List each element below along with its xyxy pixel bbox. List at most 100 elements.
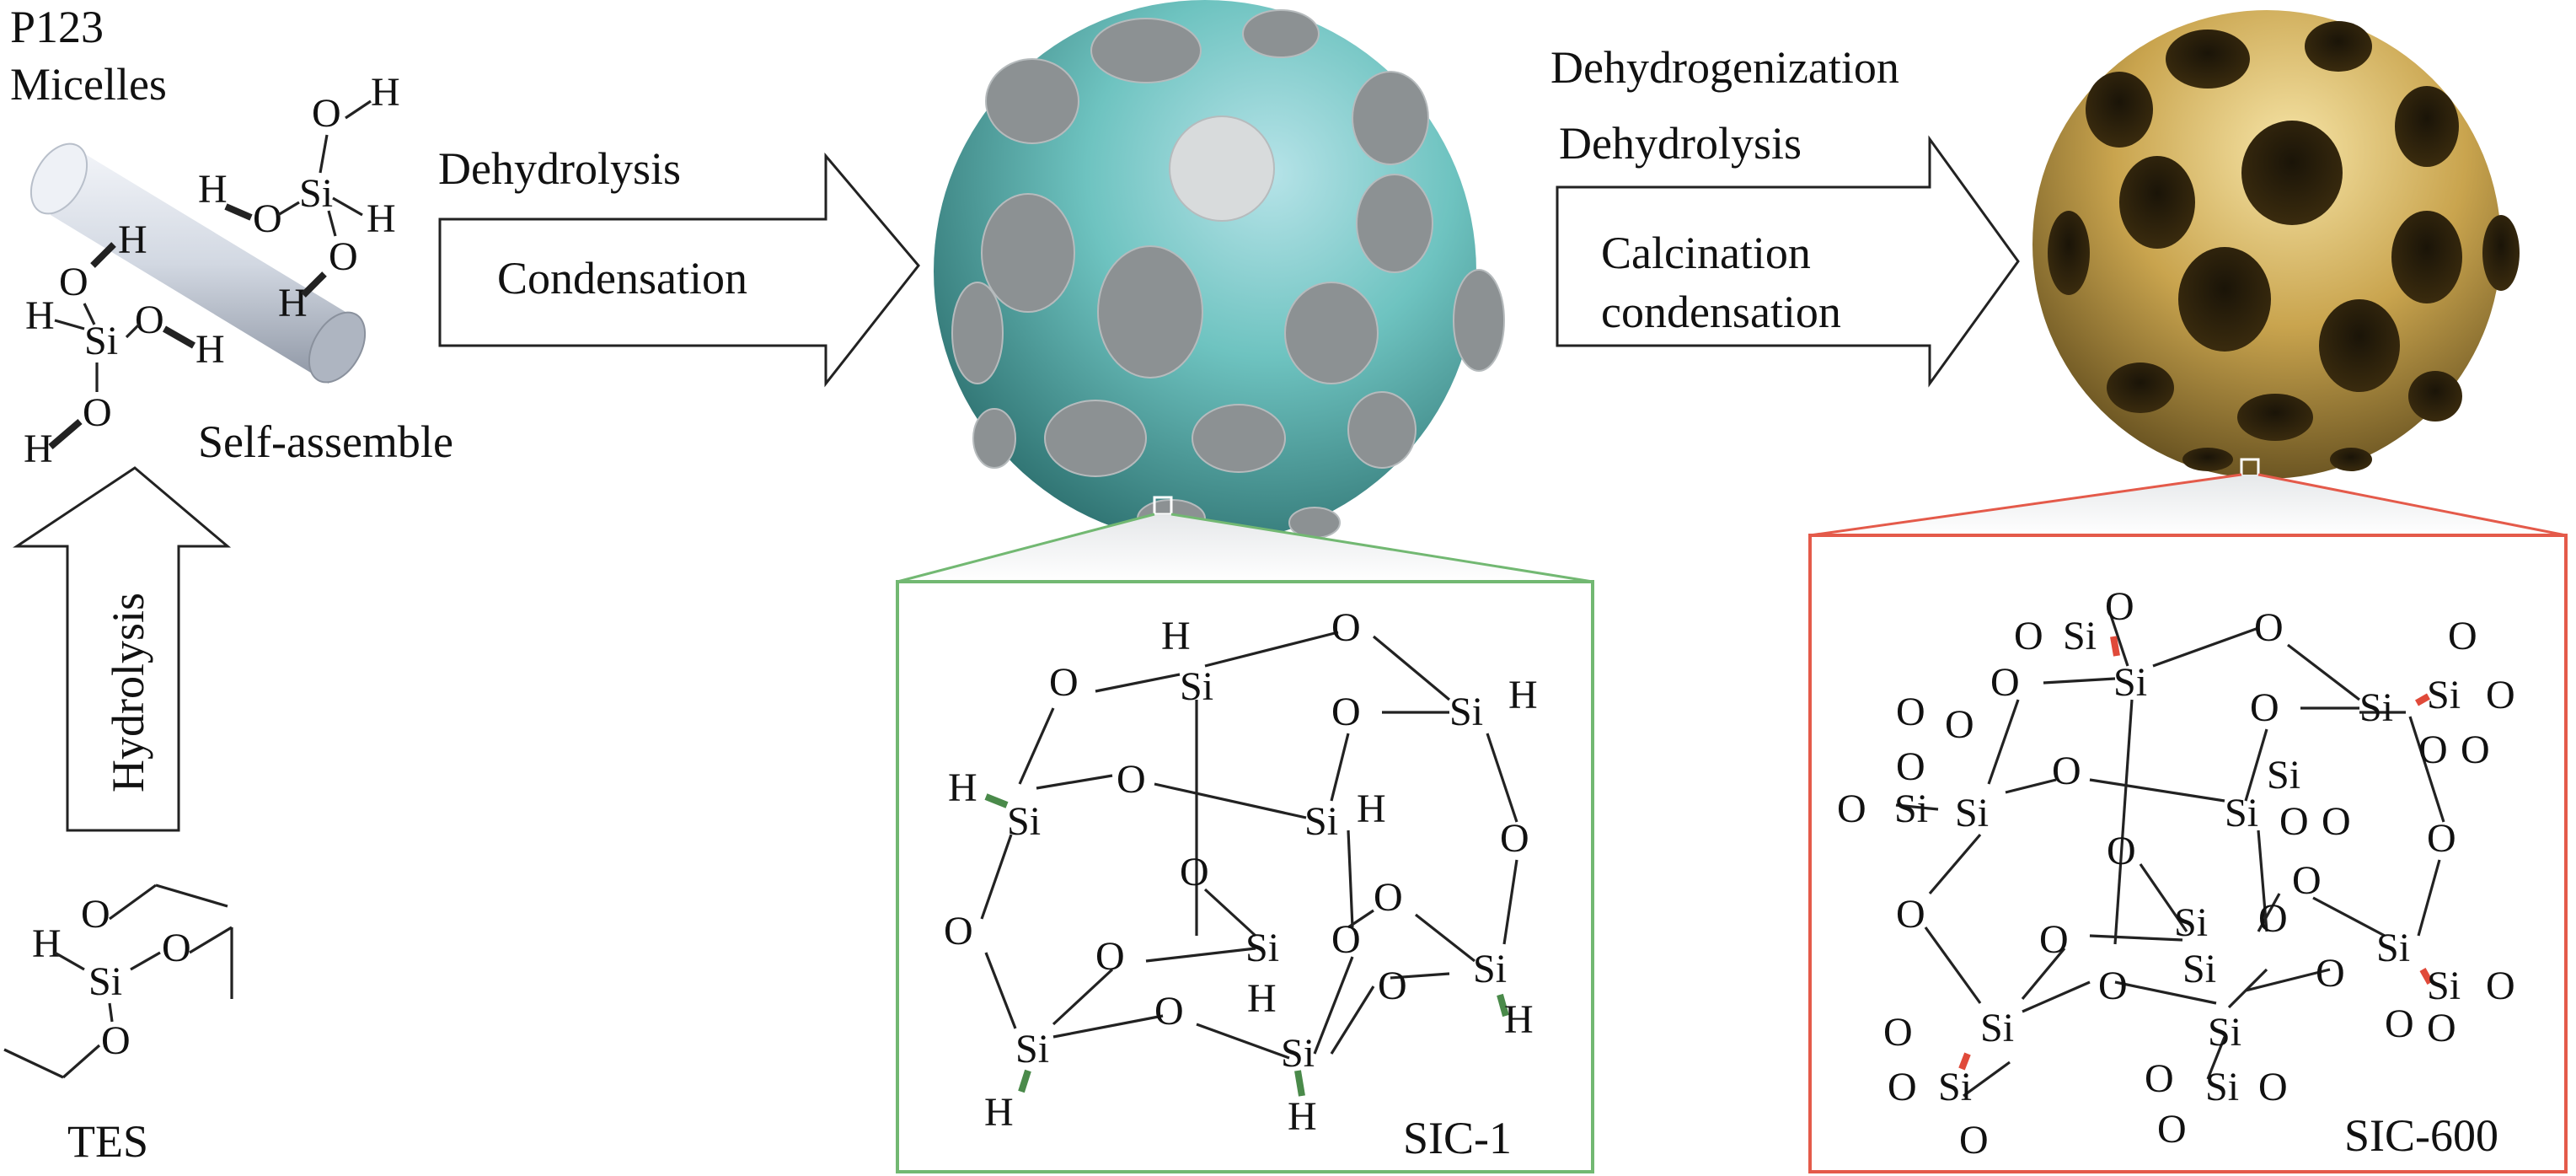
svg-text:O: O (2448, 614, 2477, 658)
svg-text:O: O (2107, 829, 2136, 873)
condensation-label-2: condensation (1601, 287, 1841, 337)
svg-text:Si: Si (2205, 1065, 2239, 1109)
svg-text:Si: Si (2208, 1010, 2241, 1055)
svg-text:Si: Si (1245, 926, 1279, 970)
svg-text:O: O (81, 892, 110, 937)
svg-text:O: O (135, 298, 164, 342)
svg-text:O: O (1837, 787, 1866, 831)
sic600-sphere-pores (2048, 21, 2520, 471)
self-assemble-label: Self-assemble (198, 416, 453, 467)
sic1-sphere (934, 0, 1505, 543)
svg-text:O: O (2254, 605, 2284, 650)
svg-text:O: O (1117, 757, 1146, 802)
svg-text:Si: Si (299, 171, 333, 216)
svg-text:H: H (195, 327, 225, 372)
svg-text:O: O (1331, 690, 1361, 734)
svg-text:O: O (2105, 584, 2134, 629)
svg-text:O: O (1959, 1118, 1989, 1163)
sic600-zoom-funnel (1810, 475, 2566, 535)
hydrolysis-arrow: Hydrolysis (13, 466, 232, 832)
svg-text:H: H (984, 1090, 1014, 1135)
svg-text:O: O (1049, 660, 1079, 705)
micelles-label: Micelles (10, 59, 167, 110)
svg-text:H: H (1357, 787, 1386, 831)
svg-text:H: H (118, 217, 147, 262)
svg-text:Si: Si (2376, 926, 2410, 970)
svg-text:Si: Si (2182, 947, 2216, 991)
svg-text:H: H (25, 293, 55, 338)
tes-label: TES (67, 1116, 148, 1167)
svg-text:Si: Si (1015, 1027, 1049, 1071)
svg-text:Si: Si (88, 959, 122, 1004)
svg-text:O: O (2316, 951, 2345, 996)
svg-text:O: O (2427, 1006, 2456, 1050)
svg-text:H: H (948, 765, 977, 810)
svg-text:Si: Si (2359, 685, 2393, 730)
svg-text:H: H (24, 427, 53, 471)
svg-text:O: O (2486, 964, 2515, 1008)
svg-text:O: O (1888, 1065, 1917, 1109)
svg-text:H: H (1508, 673, 1538, 717)
svg-text:Si: Si (1007, 799, 1041, 844)
dehydrogenization-label: Dehydrogenization (1550, 42, 1899, 93)
svg-text:O: O (101, 1018, 131, 1063)
calcination-label: Calcination (1601, 228, 1811, 278)
sic600-label: SIC-600 (2344, 1110, 2498, 1161)
svg-text:O: O (1331, 917, 1361, 962)
svg-text:O: O (2322, 799, 2351, 844)
svg-text:H: H (367, 196, 396, 241)
sic1-zoom-funnel (893, 514, 1593, 582)
silanol-molecule-upper: O H Si H O H O H (198, 70, 400, 325)
process-arrow-1 (438, 152, 920, 388)
svg-text:O: O (312, 91, 341, 136)
svg-text:O: O (2461, 728, 2490, 772)
svg-text:Si: Si (2267, 753, 2300, 797)
dehydrolysis-label-1: Dehydrolysis (438, 143, 681, 194)
svg-text:O: O (2427, 816, 2456, 861)
svg-text:O: O (1374, 875, 1403, 920)
svg-text:O: O (83, 390, 112, 435)
svg-text:O: O (944, 909, 973, 953)
svg-text:O: O (59, 260, 88, 304)
svg-text:O: O (1095, 934, 1125, 979)
svg-text:Si: Si (1449, 690, 1483, 734)
svg-text:Si: Si (2225, 791, 2258, 835)
svg-text:O: O (2258, 896, 2288, 941)
svg-text:H: H (1247, 976, 1277, 1021)
svg-text:O: O (1896, 690, 1925, 734)
svg-text:O: O (2292, 858, 2322, 903)
svg-text:O: O (329, 234, 358, 279)
svg-text:O: O (2145, 1056, 2174, 1101)
svg-text:O: O (2157, 1107, 2187, 1152)
svg-text:O: O (2014, 614, 2043, 658)
svg-text:Si: Si (84, 319, 118, 363)
svg-text:O: O (2279, 799, 2309, 844)
svg-text:Si: Si (1894, 787, 1928, 831)
condensation-label-1: Condensation (497, 253, 747, 303)
svg-text:Si: Si (2113, 660, 2147, 705)
svg-text:O: O (253, 196, 282, 241)
silanol-molecule-lower: H H Si O H O O H (24, 217, 225, 471)
dehydrolysis-label-2: Dehydrolysis (1559, 118, 1802, 169)
p123-label: P123 (10, 2, 104, 52)
svg-text:O: O (2052, 749, 2081, 793)
svg-text:O: O (1990, 660, 2020, 705)
svg-text:O: O (2486, 673, 2515, 717)
svg-text:Hydrolysis: Hydrolysis (103, 593, 153, 792)
svg-text:H: H (278, 281, 308, 325)
svg-text:H: H (1504, 997, 1534, 1042)
sic1-atoms: H Si O O O Si H H Si O Si H O O O O O Si… (944, 605, 1538, 1139)
svg-text:O: O (1945, 702, 1974, 747)
svg-text:O: O (1883, 1010, 1913, 1055)
svg-text:Si: Si (1304, 799, 1338, 844)
svg-text:Si: Si (2427, 673, 2461, 717)
micelle-rod (29, 142, 367, 384)
svg-text:H: H (32, 921, 62, 966)
svg-text:H: H (1288, 1094, 1317, 1139)
svg-text:O: O (1378, 964, 1407, 1008)
sic600-sphere (2032, 10, 2520, 479)
svg-text:Si: Si (1955, 791, 1989, 835)
svg-text:O: O (1500, 816, 1529, 861)
svg-text:O: O (162, 926, 191, 970)
svg-text:O: O (1896, 892, 1925, 937)
